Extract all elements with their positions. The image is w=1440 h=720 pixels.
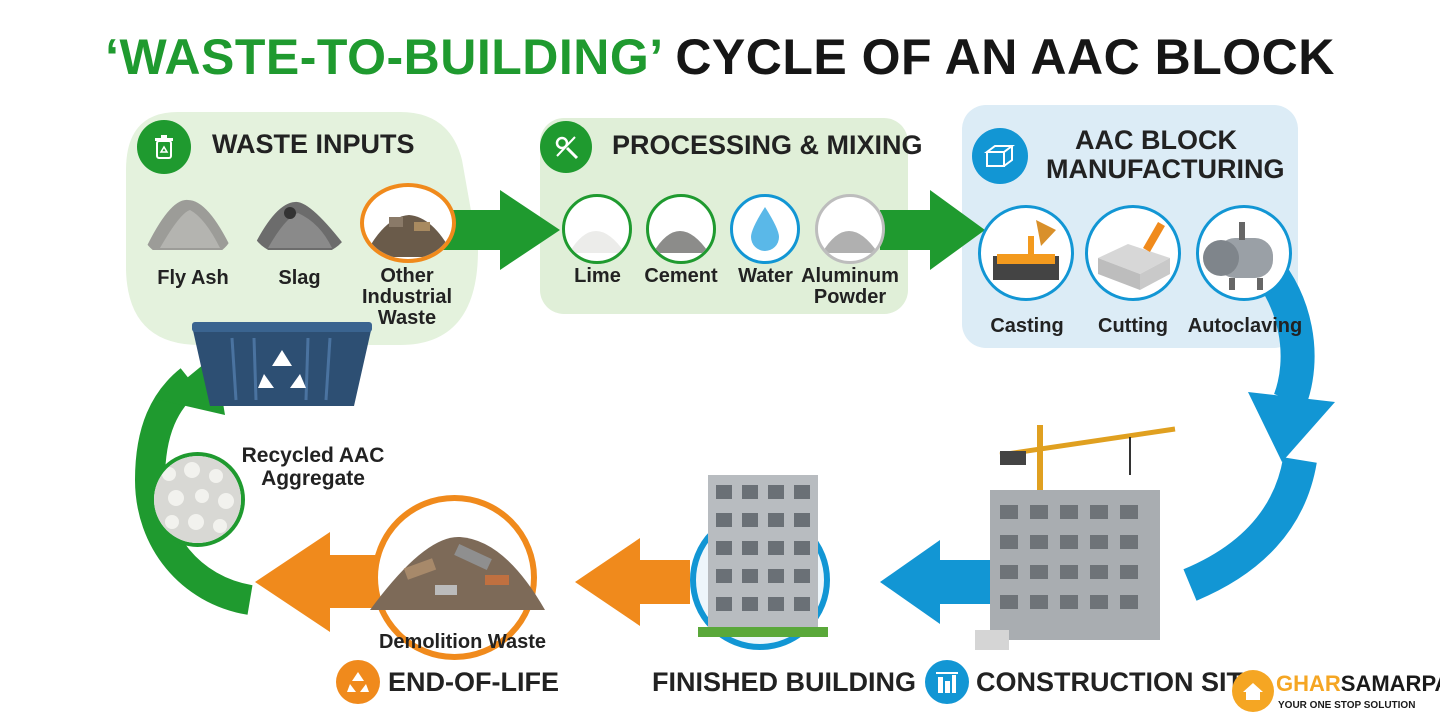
water-label: Water bbox=[738, 265, 793, 287]
brand-name-part1: GHAR bbox=[1276, 671, 1341, 696]
brand-logo-icon bbox=[1232, 670, 1274, 712]
recycled-aggregate-line1: Recycled AAC bbox=[241, 444, 385, 467]
diagram-title: ‘WASTE-TO-BUILDING’ CYCLE OF AN AAC BLOC… bbox=[0, 28, 1440, 86]
recycle-bin-icon bbox=[137, 120, 191, 174]
lime-label: Lime bbox=[574, 265, 621, 287]
arrow-recycled-to-waste bbox=[134, 368, 254, 615]
arrow-waste-to-processing bbox=[440, 190, 560, 270]
recycled-aggregate-label: Recycled AAC Aggregate bbox=[238, 444, 388, 490]
waste-inputs-title: WASTE INPUTS bbox=[212, 129, 415, 159]
arrow-end-of-life-to-recycled bbox=[255, 532, 400, 632]
lime-image bbox=[562, 194, 632, 264]
construction-icon bbox=[925, 660, 969, 704]
finished-building-label: FINISHED BUILDING bbox=[652, 667, 917, 697]
brand-name: GHARSAMARPAN bbox=[1276, 671, 1440, 697]
construction-site-image bbox=[970, 415, 1180, 655]
gear-wrench-icon bbox=[540, 121, 592, 173]
slag-label: Slag bbox=[278, 267, 321, 289]
fly-ash-label: Fly Ash bbox=[157, 267, 229, 289]
casting-image bbox=[978, 205, 1074, 301]
arrow-construction-to-finished bbox=[880, 540, 990, 624]
aluminum-powder-image bbox=[815, 194, 885, 264]
arrow-finished-to-end-of-life bbox=[575, 538, 690, 626]
title-part-green: ‘WASTE-TO-BUILDING’ bbox=[105, 29, 661, 85]
recycled-aggregate-image bbox=[150, 452, 245, 547]
aluminum-powder-label: Aluminum Powder bbox=[801, 265, 899, 308]
casting-label: Casting bbox=[990, 315, 1064, 337]
brand-tagline: YOUR ONE STOP SOLUTION bbox=[1278, 700, 1416, 711]
end-of-life-label: END-OF-LIFE bbox=[388, 667, 559, 697]
water-drop-icon bbox=[730, 194, 800, 264]
autoclaving-label: Autoclaving bbox=[1187, 315, 1303, 337]
brand-name-part2: SAMARPAN bbox=[1340, 671, 1440, 696]
cutting-image bbox=[1085, 205, 1181, 301]
other-waste-image bbox=[360, 183, 456, 263]
recycle-icon-orange bbox=[336, 660, 380, 704]
demolition-waste-image bbox=[365, 515, 550, 615]
recycling-bin bbox=[192, 322, 372, 408]
block-icon bbox=[972, 128, 1028, 184]
cement-image bbox=[646, 194, 716, 264]
autoclaving-image bbox=[1196, 205, 1292, 301]
manufacturing-title-line1: AAC BLOCK bbox=[1075, 125, 1237, 155]
finished-building-image bbox=[698, 455, 828, 640]
cement-label: Cement bbox=[644, 265, 718, 287]
recycled-aggregate-line2: Aggregate bbox=[261, 467, 365, 490]
recycle-icon bbox=[258, 350, 306, 388]
slag-image bbox=[250, 188, 350, 258]
demolition-waste-label: Demolition Waste bbox=[378, 631, 547, 653]
cutting-label: Cutting bbox=[1098, 315, 1168, 337]
manufacturing-title-line2: MANUFACTURING bbox=[1046, 154, 1285, 184]
processing-title: PROCESSING & MIXING bbox=[612, 130, 923, 160]
arrow-processing-to-manufacturing bbox=[880, 190, 985, 270]
processing-panel bbox=[540, 118, 908, 314]
construction-site-label: CONSTRUCTION SITE bbox=[976, 667, 1262, 697]
title-part-dark: CYCLE OF AN AAC BLOCK bbox=[675, 29, 1335, 85]
other-waste-label: Other Industrial Waste bbox=[361, 265, 452, 329]
fly-ash-image bbox=[140, 188, 235, 258]
manufacturing-title: AAC BLOCK MANUFACTURING bbox=[1046, 125, 1285, 184]
